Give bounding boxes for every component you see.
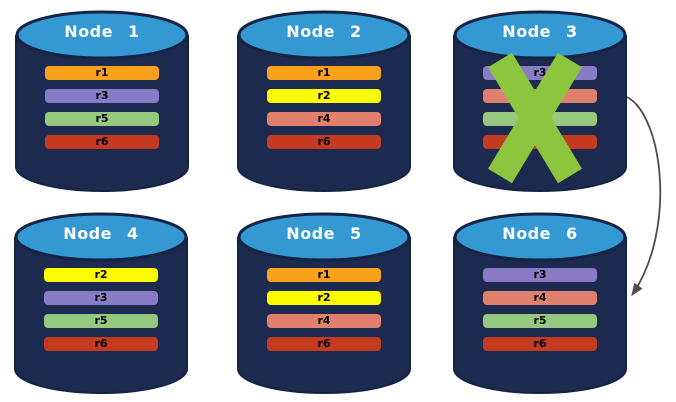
replica-list: r1 r3 r5 r6 xyxy=(45,66,159,149)
node-5: Node 5 r1 r2 r4 r6 xyxy=(236,211,412,395)
replica-bar: r6 xyxy=(44,337,158,351)
failure-x-icon xyxy=(488,52,582,184)
replica-list: r3 r4 r5 r6 xyxy=(483,268,597,351)
replica-bar: r2 xyxy=(267,291,381,305)
replica-bar: r3 xyxy=(45,89,159,103)
node-title: Node 1 xyxy=(64,22,140,41)
node-title: Node 5 xyxy=(286,224,362,243)
node-title: Node 6 xyxy=(502,224,578,243)
replica-bar: r2 xyxy=(44,268,158,282)
replica-bar: r3 xyxy=(44,291,158,305)
replica-bar: r1 xyxy=(45,66,159,80)
replica-bar: r4 xyxy=(267,314,381,328)
replica-bar: r6 xyxy=(267,337,381,351)
replica-bar: r5 xyxy=(483,314,597,328)
replica-list: r2 r3 r5 r6 xyxy=(44,268,158,351)
replica-bar: r6 xyxy=(45,135,159,149)
node-4: Node 4 r2 r3 r5 r6 xyxy=(13,211,189,395)
node-title: Node 3 xyxy=(502,22,578,41)
replica-bar: r3 xyxy=(483,268,597,282)
replica-bar: r6 xyxy=(267,135,381,149)
replica-bar: r1 xyxy=(267,66,381,80)
node-1: Node 1 r1 r3 r5 r6 xyxy=(14,9,190,193)
replica-list: r1 r2 r4 r6 xyxy=(267,66,381,149)
node-2: Node 2 r1 r2 r4 r6 xyxy=(236,9,412,193)
replica-list: r1 r2 r4 r6 xyxy=(267,268,381,351)
node-3: Node 3 r3 r4 r5 r6 xyxy=(452,9,628,193)
replica-bar: r2 xyxy=(267,89,381,103)
replica-bar: r5 xyxy=(45,112,159,126)
replica-bar: r4 xyxy=(483,291,597,305)
replica-bar: r5 xyxy=(44,314,158,328)
replica-bar: r4 xyxy=(267,112,381,126)
failover-arrow-icon xyxy=(626,96,662,297)
node-title: Node 2 xyxy=(286,22,362,41)
node-title: Node 4 xyxy=(63,224,139,243)
replica-bar: r6 xyxy=(483,337,597,351)
node-6: Node 6 r3 r4 r5 r6 xyxy=(452,211,628,395)
replica-bar: r1 xyxy=(267,268,381,282)
